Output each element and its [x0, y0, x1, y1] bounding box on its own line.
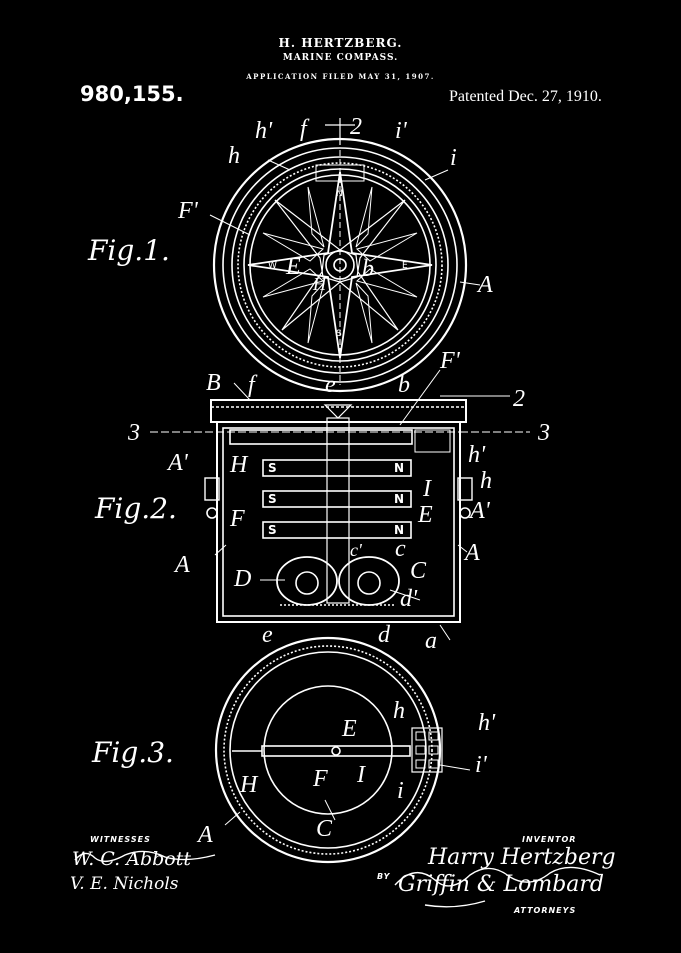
magnet-1-south: S: [268, 461, 277, 475]
fig3-label-h: h: [393, 698, 405, 724]
fig2-label-a: a: [425, 628, 437, 654]
fig2-label-F-prime: F': [439, 348, 461, 374]
compass-south: S: [336, 329, 342, 339]
fig1-label-i: i: [450, 145, 457, 171]
magnet-3-south: S: [268, 523, 277, 537]
fig2-label-A-right: A: [463, 540, 480, 566]
fig2-label-E: E: [417, 502, 433, 528]
fig2-label-e-bottom: e: [262, 622, 273, 648]
header-inventor: H. HERTZBERG.: [278, 36, 403, 50]
header-title: MARINE COMPASS.: [282, 53, 399, 63]
fig3-label-i: i: [397, 778, 404, 804]
witness-1-signature: W. C. Abbott: [72, 848, 191, 870]
witness-2-signature: V. E. Nichols: [70, 874, 179, 894]
fig2-label-C: C: [410, 558, 427, 584]
fig2-label-A-left: A: [173, 552, 190, 578]
fig2-label-d-prime: d': [400, 586, 418, 612]
fig2-label-D: D: [233, 566, 251, 592]
fig2-label-3-left: 3: [127, 420, 140, 446]
fig1-label-2: 2: [350, 114, 362, 140]
figure-2-title: Fig.2.: [95, 492, 177, 525]
fig2-label-d: d: [378, 622, 391, 648]
compass-north: N: [336, 189, 343, 199]
patent-number: 980,155.: [80, 82, 184, 106]
fig2-label-b: b: [398, 372, 410, 398]
fig1-label-i-prime: i': [395, 118, 408, 144]
fig2-label-c-prime: c': [350, 540, 363, 560]
magnet-1-north: N: [394, 461, 404, 475]
fig2-label-3-right: 3: [537, 420, 550, 446]
fig2-cross-section: [150, 395, 530, 623]
patent-date: Patented Dec. 27, 1910.: [449, 88, 602, 105]
figure-3-title: Fig.3.: [92, 736, 174, 769]
fig1-label-H: H: [312, 274, 327, 294]
fig2-label-c: c: [395, 536, 406, 562]
witnesses-label: WITNESSES: [90, 835, 151, 844]
compass-west: W: [268, 261, 277, 271]
fig2-label-e: e: [325, 372, 336, 398]
fig2-label-f: f: [248, 372, 258, 398]
fig3-label-F: F: [312, 766, 328, 792]
inventor-signature: Harry Hertzberg: [428, 845, 616, 870]
fig2-label-h: h: [480, 468, 492, 494]
fig2-label-B: B: [206, 370, 221, 396]
fig2-label-F: F: [229, 506, 245, 532]
attorneys-label: ATTORNEYS: [514, 906, 577, 915]
fig2-label-2: 2: [513, 386, 525, 412]
magnet-2-south: S: [268, 492, 277, 506]
magnet-2-north: N: [394, 492, 404, 506]
fig3-label-H: H: [239, 772, 259, 798]
fig2-label-H: H: [229, 452, 249, 478]
fig1-label-b: b: [362, 256, 374, 282]
fig1-label-E: E: [285, 254, 301, 280]
fig3-label-I: I: [356, 762, 366, 788]
figure-1-title: Fig.1.: [88, 234, 170, 267]
fig1-label-h-prime: h': [255, 118, 273, 144]
fig3-label-E: E: [341, 716, 357, 742]
fig2-label-A-prime-right: A': [468, 498, 491, 524]
fig1-label-A: A: [476, 272, 493, 298]
fig3-label-h-prime: h': [478, 710, 496, 736]
fig3-label-A: A: [196, 822, 213, 848]
fig1-label-F-prime: F': [177, 198, 199, 224]
by-label: BY: [377, 872, 391, 881]
header-application-date: APPLICATION FILED MAY 31, 1907.: [246, 72, 435, 81]
compass-east: E: [402, 261, 408, 271]
magnet-3-north: N: [394, 523, 404, 537]
fig2-label-h-prime: h': [468, 442, 486, 468]
fig2-label-A-prime-left: A': [166, 450, 189, 476]
attorneys-signature: Griffin & Lombard: [398, 872, 605, 897]
fig2-label-I: I: [422, 476, 432, 502]
fig1-label-h: h: [228, 143, 240, 169]
fig3-compass-bottom-view: [214, 636, 443, 864]
fig3-label-C: C: [316, 816, 333, 842]
fig1-label-f: f: [300, 116, 310, 142]
inventor-label: INVENTOR: [522, 835, 577, 844]
fig1-compass-top-view: [212, 118, 468, 393]
fig3-label-i-prime: i': [475, 752, 488, 778]
